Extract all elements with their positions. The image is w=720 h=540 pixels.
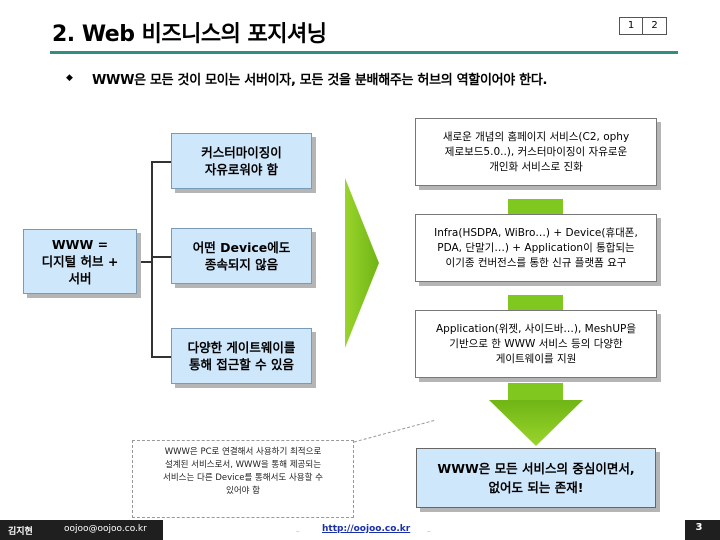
- right-3-line-1: Application(위젯, 사이드바…), MeshUP을: [436, 322, 636, 335]
- footer-dot-icon: –: [427, 527, 431, 535]
- page-tabs: 1 2: [619, 17, 667, 35]
- right-3-line-3: 게이트웨이를 지원: [495, 352, 577, 365]
- branch-1-line-2: 자유로워야 함: [204, 162, 279, 177]
- description-box-convergence: Infra(HSDPA, WiBro…) + Device(휴대폰, PDA, …: [415, 214, 657, 282]
- connector-branch-1: [151, 161, 171, 163]
- flow-connector-2: [508, 295, 563, 311]
- right-2-line-3: 이기종 컨버전스를 통한 신규 플랫폼 요구: [445, 256, 627, 269]
- right-2-line-2: PDA, 단말기…) + Application이 통합되는: [437, 241, 635, 254]
- right-3-line-2: 기반으로 한 WWW 서비스 등의 다양한: [449, 337, 623, 350]
- down-arrow-icon: [489, 400, 583, 446]
- note-line-4: 있어야 함: [226, 486, 260, 496]
- slide-title: 2. Web 비즈니스의 포지셔닝: [52, 22, 327, 47]
- root-line-1: WWW =: [51, 237, 109, 252]
- result-line-1: WWW은 모든 서비스의 중심이면서,: [437, 461, 635, 476]
- description-box-application: Application(위젯, 사이드바…), MeshUP을 기반으로 한 W…: [415, 310, 657, 378]
- flow-connector-3: [508, 383, 563, 401]
- connector-root-stub: [137, 261, 152, 263]
- note-line-2: 설계된 서비스로서, WWW을 통해 제공되는: [164, 460, 322, 470]
- conclusion-box: WWW은 모든 서비스의 중심이면서, 없어도 되는 존재!: [416, 448, 656, 508]
- footer-dot-icon: –: [296, 527, 300, 535]
- note-line-3: 서비스는 다른 Device를 통해서도 사용할 수: [163, 473, 323, 483]
- connector-branch-2: [151, 256, 171, 258]
- footer-email[interactable]: oojoo@oojoo.co.kr: [64, 524, 147, 534]
- result-line-2: 없어도 되는 존재!: [488, 480, 584, 495]
- page-tab-1[interactable]: 1: [619, 17, 643, 35]
- right-arrow-icon: [345, 178, 379, 348]
- branch-2-line-2: 종속되지 않음: [204, 257, 279, 272]
- root-line-3: 서버: [68, 271, 92, 286]
- flow-connector-1: [508, 199, 563, 215]
- branch-2-line-1: 어떤 Device에도: [192, 240, 291, 255]
- footer-url-link[interactable]: http://oojoo.co.kr: [322, 524, 411, 534]
- title-underline: [50, 51, 678, 54]
- right-1-line-2: 제로보드5.0..), 커스터마이징이 자유로운: [444, 145, 628, 158]
- branch-box-gateways: 다양한 게이트웨이를 통해 접근할 수 있음: [171, 328, 312, 384]
- branch-3-line-1: 다양한 게이트웨이를: [187, 340, 296, 355]
- diamond-bullet-icon: ◆: [66, 73, 73, 83]
- callout-pointer: [353, 419, 437, 443]
- right-1-line-3: 개인화 서비스로 진화: [489, 160, 583, 173]
- branch-3-line-2: 통해 접근할 수 있음: [188, 357, 295, 372]
- callout-note: WWW은 PC로 연결해서 사용하기 최적으로 설계된 서비스로서, WWW을 …: [132, 440, 354, 518]
- description-box-homepage: 새로운 개념의 홈페이지 서비스(C2, ophy 제로보드5.0..), 커스…: [415, 118, 657, 186]
- right-1-line-1: 새로운 개념의 홈페이지 서비스(C2, ophy: [442, 130, 630, 143]
- branch-1-line-1: 커스터마이징이: [201, 145, 282, 160]
- footer-author: 김지현: [8, 527, 33, 537]
- branch-box-device-independent: 어떤 Device에도 종속되지 않음: [171, 228, 312, 284]
- connector-branch-3: [151, 356, 171, 358]
- headline-text: WWW은 모든 것이 모이는 서버이자, 모든 것을 분배해주는 허브의 역할이…: [92, 73, 548, 88]
- page-tab-2[interactable]: 2: [643, 17, 667, 35]
- note-line-1: WWW은 PC로 연결해서 사용하기 최적으로: [164, 447, 322, 457]
- root-concept-box: WWW = 디지털 허브 + 서버: [23, 229, 137, 294]
- connector-vertical: [151, 161, 153, 357]
- footer-center-strip: [163, 520, 685, 540]
- right-2-line-1: Infra(HSDPA, WiBro…) + Device(휴대폰,: [434, 226, 638, 239]
- page-number: 3: [695, 522, 703, 533]
- branch-box-customizing: 커스터마이징이 자유로워야 함: [171, 133, 312, 189]
- root-line-2: 디지털 허브 +: [41, 254, 119, 269]
